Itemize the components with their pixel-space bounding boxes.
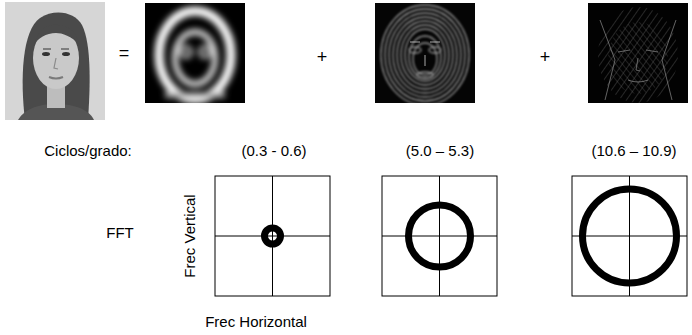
frequency-range: (0.3 - 0.6) <box>241 143 306 160</box>
plus-sign: + <box>317 48 328 68</box>
equals-sign: = <box>119 44 130 64</box>
frequency-range: (10.6 – 10.9) <box>591 143 676 160</box>
face-photo <box>5 2 105 120</box>
fft-plot <box>215 176 330 296</box>
fft-plot <box>572 176 687 296</box>
fft-plot <box>382 176 497 296</box>
high-frequency-image <box>588 3 688 103</box>
low-frequency-image <box>145 3 245 103</box>
axis-caption: Ciclos/grado: <box>44 143 132 160</box>
row-label: FFT <box>106 225 134 242</box>
mid-frequency-image <box>375 3 475 103</box>
plus-sign: + <box>540 48 551 68</box>
frequency-range: (5.0 – 5.3) <box>406 143 474 160</box>
axis-label: Frec Horizontal <box>205 314 307 331</box>
axis-label: Frec Vertical <box>182 194 199 277</box>
